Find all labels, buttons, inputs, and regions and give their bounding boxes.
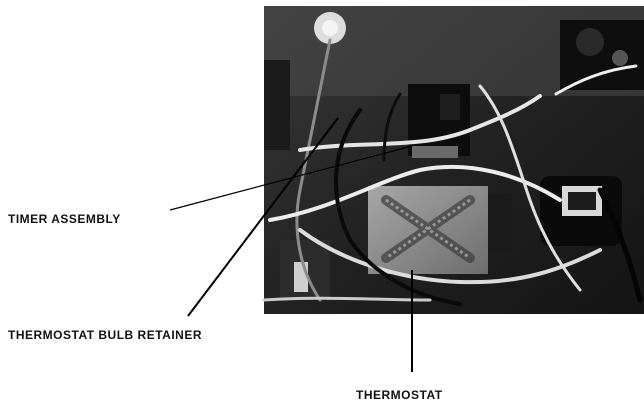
thermostat-bulb-retainer-leader (187, 117, 339, 317)
callout-lines (169, 117, 413, 372)
thermostat-label: THERMOSTAT (356, 388, 443, 402)
timer-assembly-label: TIMER ASSEMBLY (8, 212, 121, 226)
timer-assembly-leader (169, 145, 413, 211)
thermostat-bulb-retainer-label: THERMOSTAT BULB RETAINER (8, 328, 202, 342)
photograph (262, 6, 644, 314)
timer-body (408, 84, 470, 156)
